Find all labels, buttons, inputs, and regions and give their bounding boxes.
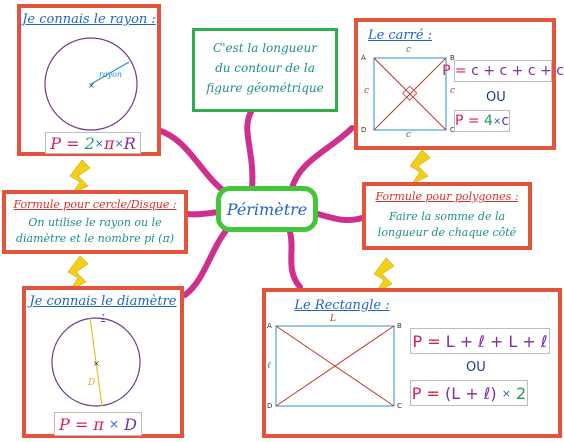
vertex-b: B bbox=[450, 54, 455, 62]
diametre-title: Je connais le diamètre : bbox=[29, 294, 177, 324]
branch-to-carre bbox=[289, 125, 355, 191]
circle-radius-figure: × bbox=[44, 37, 138, 131]
svg-text:×: × bbox=[93, 359, 100, 368]
cercle-title: Formule pour cercle/Disque : bbox=[13, 198, 177, 211]
carre-box: Le carré : A B C D c c c c P = c + c + c… bbox=[354, 18, 564, 150]
formula-p: P bbox=[412, 331, 423, 351]
branch-to-rectangle bbox=[287, 229, 303, 290]
vertex-b: B bbox=[397, 322, 402, 330]
branch-to-definition bbox=[244, 107, 256, 191]
side-label-left: c bbox=[364, 86, 370, 96]
rectangle-or: OU bbox=[466, 360, 486, 375]
formula-p: P bbox=[411, 383, 422, 403]
rayon-box: Je connais le rayon : × rayon P = 2×π×R bbox=[17, 4, 161, 156]
formula-eq: = bbox=[455, 63, 467, 79]
formula-body: (L + ℓ) bbox=[445, 383, 497, 403]
formula-eq: = bbox=[74, 414, 89, 434]
definition-line-1: C'est la longueur bbox=[213, 41, 317, 55]
vertex-d: D bbox=[267, 402, 273, 410]
formula-eq: = bbox=[427, 331, 441, 351]
formula-times: × bbox=[114, 136, 124, 150]
vertex-c: C bbox=[397, 402, 402, 410]
square-figure bbox=[373, 57, 447, 131]
center-node: Périmètre bbox=[216, 186, 318, 232]
center-label: Périmètre bbox=[226, 199, 308, 219]
formula-eq: = bbox=[426, 383, 440, 403]
rayon-formula: P = 2×π×R bbox=[45, 132, 141, 154]
length-label-top: L bbox=[330, 314, 336, 324]
formula-c: c bbox=[501, 113, 510, 129]
vertex-c: C bbox=[450, 126, 455, 134]
bolt-cercle-diametre bbox=[67, 255, 89, 291]
cercle-box: Formule pour cercle/Disque : On utilise … bbox=[2, 190, 188, 254]
formula-p: P bbox=[50, 133, 61, 153]
formula-body: L + ℓ + L + ℓ bbox=[445, 331, 548, 351]
rectangle-formula-2: P = (L + ℓ) × 2 bbox=[410, 380, 528, 406]
bolt-rayon-cercle bbox=[69, 159, 91, 195]
branch-to-polygones bbox=[315, 211, 365, 224]
carre-formula-1: P = c + c + c + c bbox=[442, 60, 564, 82]
diametre-formula: P = π × D bbox=[54, 412, 142, 436]
bolt-carre-polygones bbox=[409, 149, 431, 185]
polygones-box: Formule pour polygones : Faire la somme … bbox=[362, 182, 532, 250]
formula-body: c + c + c + c bbox=[471, 63, 564, 79]
polygones-title: Formule pour polygones : bbox=[375, 190, 519, 203]
carre-formula-2: P = 4×c bbox=[454, 110, 510, 132]
branch-to-cercle bbox=[185, 209, 221, 218]
formula-p: P bbox=[442, 63, 451, 79]
width-label-left: ℓ bbox=[267, 361, 271, 371]
branch-to-rayon bbox=[155, 127, 231, 197]
definition-box: C'est la longueur du contour de la figur… bbox=[192, 28, 338, 112]
branch-to-diametre bbox=[182, 225, 231, 298]
diametre-box: Je connais le diamètre : × D P = π × D bbox=[22, 286, 184, 438]
circle-diameter-figure: × bbox=[51, 317, 141, 407]
carre-or: OU bbox=[486, 90, 506, 105]
formula-two: 2 bbox=[516, 383, 527, 403]
bolt-polygones-rectangle bbox=[373, 257, 395, 293]
cercle-line-1: On utilise le rayon ou le bbox=[28, 216, 162, 229]
formula-times: × bbox=[108, 417, 120, 431]
rayon-title: Je connais le rayon : bbox=[22, 12, 156, 27]
formula-times: × bbox=[492, 115, 502, 127]
definition-line-3: figure géométrique bbox=[206, 81, 324, 95]
side-label-top: c bbox=[406, 45, 412, 55]
formula-times: × bbox=[501, 386, 511, 400]
formula-four: 4 bbox=[484, 113, 493, 129]
diameter-label: D bbox=[88, 378, 96, 388]
formula-times: × bbox=[94, 136, 104, 150]
formula-eq: = bbox=[66, 133, 80, 153]
vertex-d: D bbox=[361, 126, 367, 134]
vertex-a: A bbox=[361, 54, 366, 62]
polygones-line-1: Faire la somme de la bbox=[388, 210, 506, 223]
carre-title: Le carré : bbox=[367, 28, 433, 43]
rectangle-figure bbox=[275, 325, 395, 407]
formula-p: P bbox=[59, 414, 70, 434]
formula-two: 2 bbox=[84, 133, 95, 153]
formula-p: P bbox=[454, 113, 464, 129]
rectangle-formula-1: P = L + ℓ + L + ℓ bbox=[410, 328, 550, 354]
side-label-right: c bbox=[450, 86, 456, 96]
formula-pi: π bbox=[93, 414, 104, 434]
definition-line-2: du contour de la bbox=[215, 61, 315, 75]
polygones-line-2: longueur de chaque côté bbox=[377, 226, 517, 239]
rectangle-box: Le Rectangle : A B C D L ℓ P = L + ℓ + L… bbox=[262, 288, 562, 438]
formula-pi: π bbox=[103, 133, 115, 153]
vertex-a: A bbox=[267, 322, 272, 330]
cercle-line-2: diamètre et le nombre pi (π) bbox=[15, 232, 174, 245]
rectangle-title: Le Rectangle : bbox=[294, 298, 390, 313]
formula-r: R bbox=[123, 133, 136, 153]
formula-eq: = bbox=[467, 113, 480, 129]
formula-d: D bbox=[124, 414, 137, 434]
radius-label: rayon bbox=[99, 70, 123, 79]
svg-text:×: × bbox=[88, 81, 95, 90]
side-label-bottom: c bbox=[406, 130, 412, 140]
